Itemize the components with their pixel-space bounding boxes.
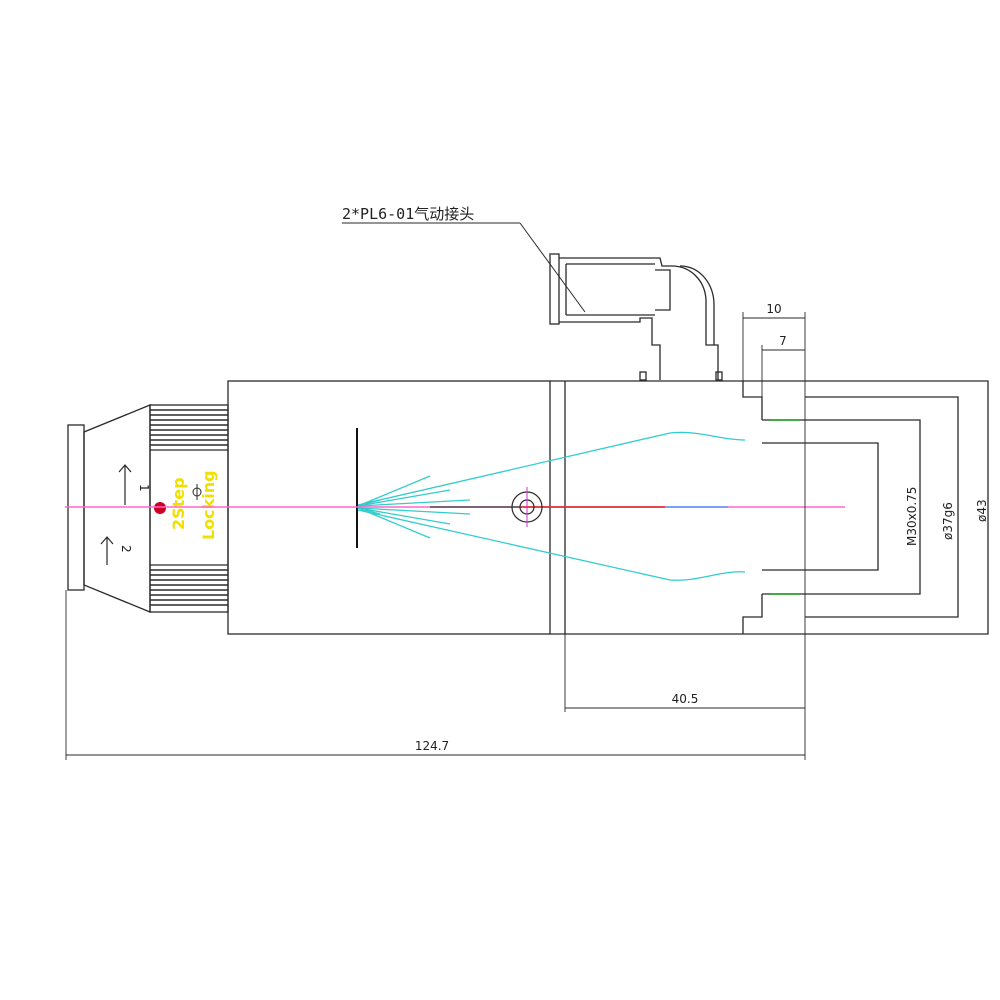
dim-overall-length-value: 124.7 (415, 739, 449, 753)
step-1-label: 1 (137, 484, 151, 492)
extension-lines (65, 312, 806, 760)
step-arrows (100, 464, 132, 565)
locking-text-line2: Locking (199, 470, 218, 540)
locking-text-line1: 2Step (169, 477, 188, 530)
connector-leader (342, 222, 586, 313)
knurl-pattern-bottom (150, 569, 228, 606)
pneumatic-connector (549, 253, 723, 381)
knurl-pattern-top (150, 409, 228, 446)
green-marks (770, 419, 800, 595)
dim-thread-value: M30x0.75 (905, 487, 919, 546)
ring-target (192, 484, 202, 500)
dim-fit-diameter-value: ø37g6 (941, 502, 955, 540)
dim-body-length-value: 40.5 (672, 692, 699, 706)
ray-bundle (357, 431, 746, 581)
connector-label: 2*PL6-01气动接头 (342, 205, 474, 223)
dim-outer-diameter-value: ø43 (975, 499, 989, 522)
marker-dot (154, 502, 166, 514)
step-2-label: 2 (119, 545, 133, 553)
dim-step-inner-value: 7 (779, 334, 787, 348)
dim-step-outer-value: 10 (766, 302, 781, 316)
